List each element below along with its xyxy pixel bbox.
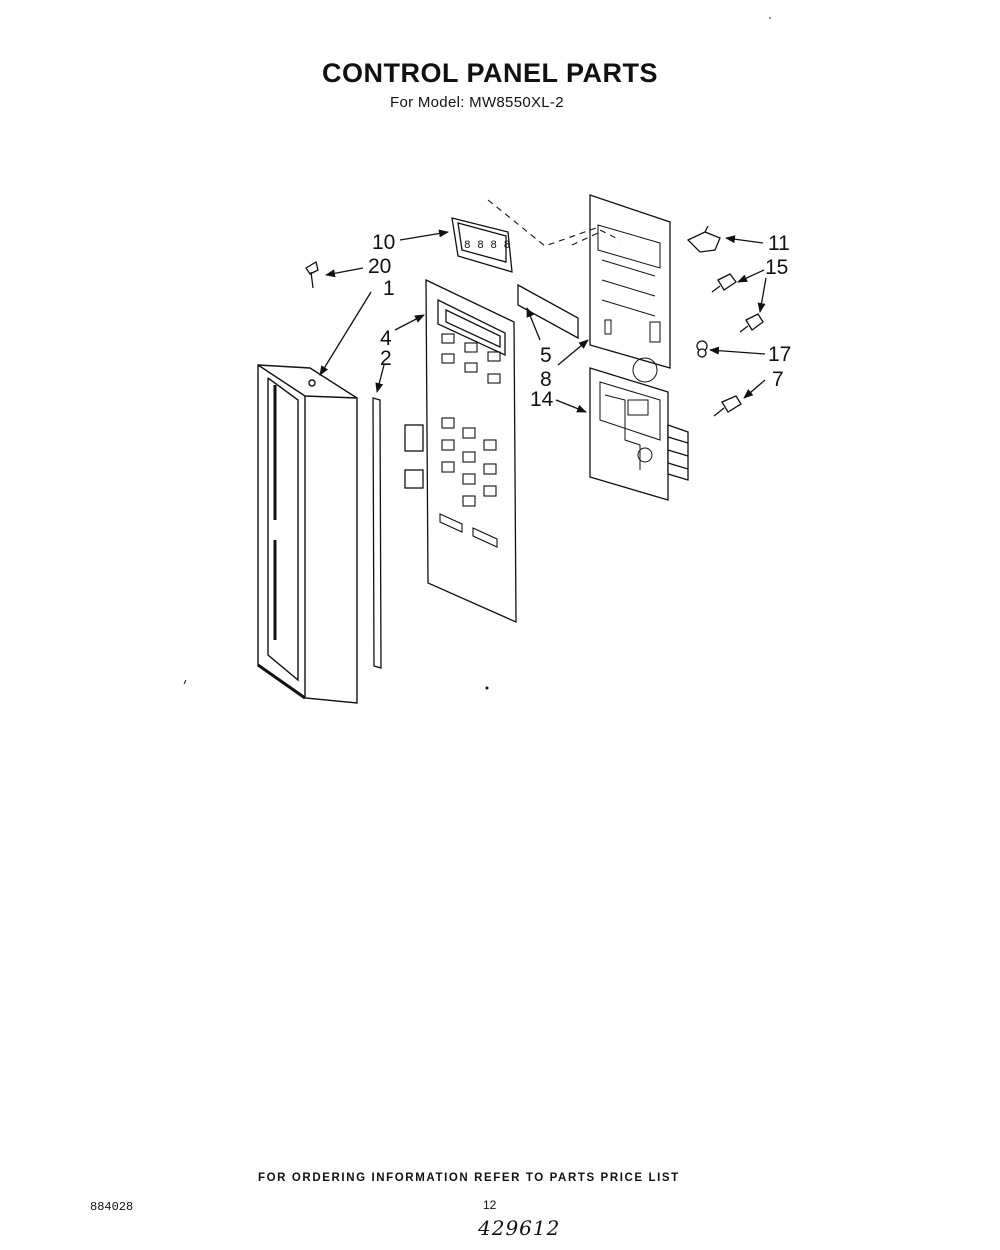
svg-text:8 8 8 8: 8 8 8 8 [464, 240, 510, 252]
window-strip-part [517, 283, 579, 340]
document-number: 884028 [90, 1200, 134, 1214]
screw-part [305, 260, 319, 289]
callout-15: 15 [765, 256, 788, 279]
display-module-part: 8 8 8 8 [451, 217, 513, 273]
page-title: CONTROL PANEL PARTS [321, 58, 659, 88]
callout-1: 1 [383, 277, 395, 300]
callout-11: 11 [768, 232, 790, 255]
callout-7: 7 [772, 368, 784, 391]
standoff-part-15a [711, 273, 737, 293]
clip-part-11 [686, 225, 721, 253]
standoff-part-7 [713, 395, 742, 417]
strip-part [372, 397, 382, 669]
spacer-part-17 [696, 340, 708, 358]
model-subtitle: For Model: MW8550XL-2 [390, 94, 564, 111]
power-board-part [589, 367, 689, 501]
alignment-dashed-line [487, 199, 621, 247]
callout-20: 20 [368, 255, 391, 278]
page-number: 12 [483, 1198, 497, 1212]
standoff-part-15b [739, 313, 764, 333]
callout-labels: 10 20 1 4 2 5 8 14 11 15 17 7 [368, 231, 791, 411]
leader-arrows [319, 229, 767, 413]
hardware-parts [686, 225, 764, 417]
frame-part [257, 364, 358, 704]
control-board-part [589, 194, 671, 383]
handwritten-note: 429612 [478, 1216, 561, 1240]
ordering-note: FOR ORDERING INFORMATION REFER TO PARTS … [258, 1172, 680, 1184]
callout-4: 4 [380, 327, 392, 350]
callout-8: 8 [540, 368, 552, 391]
callout-5: 5 [540, 344, 552, 367]
keypad-panel-part [404, 278, 517, 624]
callout-14: 14 [530, 388, 554, 411]
callout-2: 2 [380, 347, 392, 370]
callout-10: 10 [372, 231, 395, 254]
callout-17: 17 [768, 343, 791, 366]
